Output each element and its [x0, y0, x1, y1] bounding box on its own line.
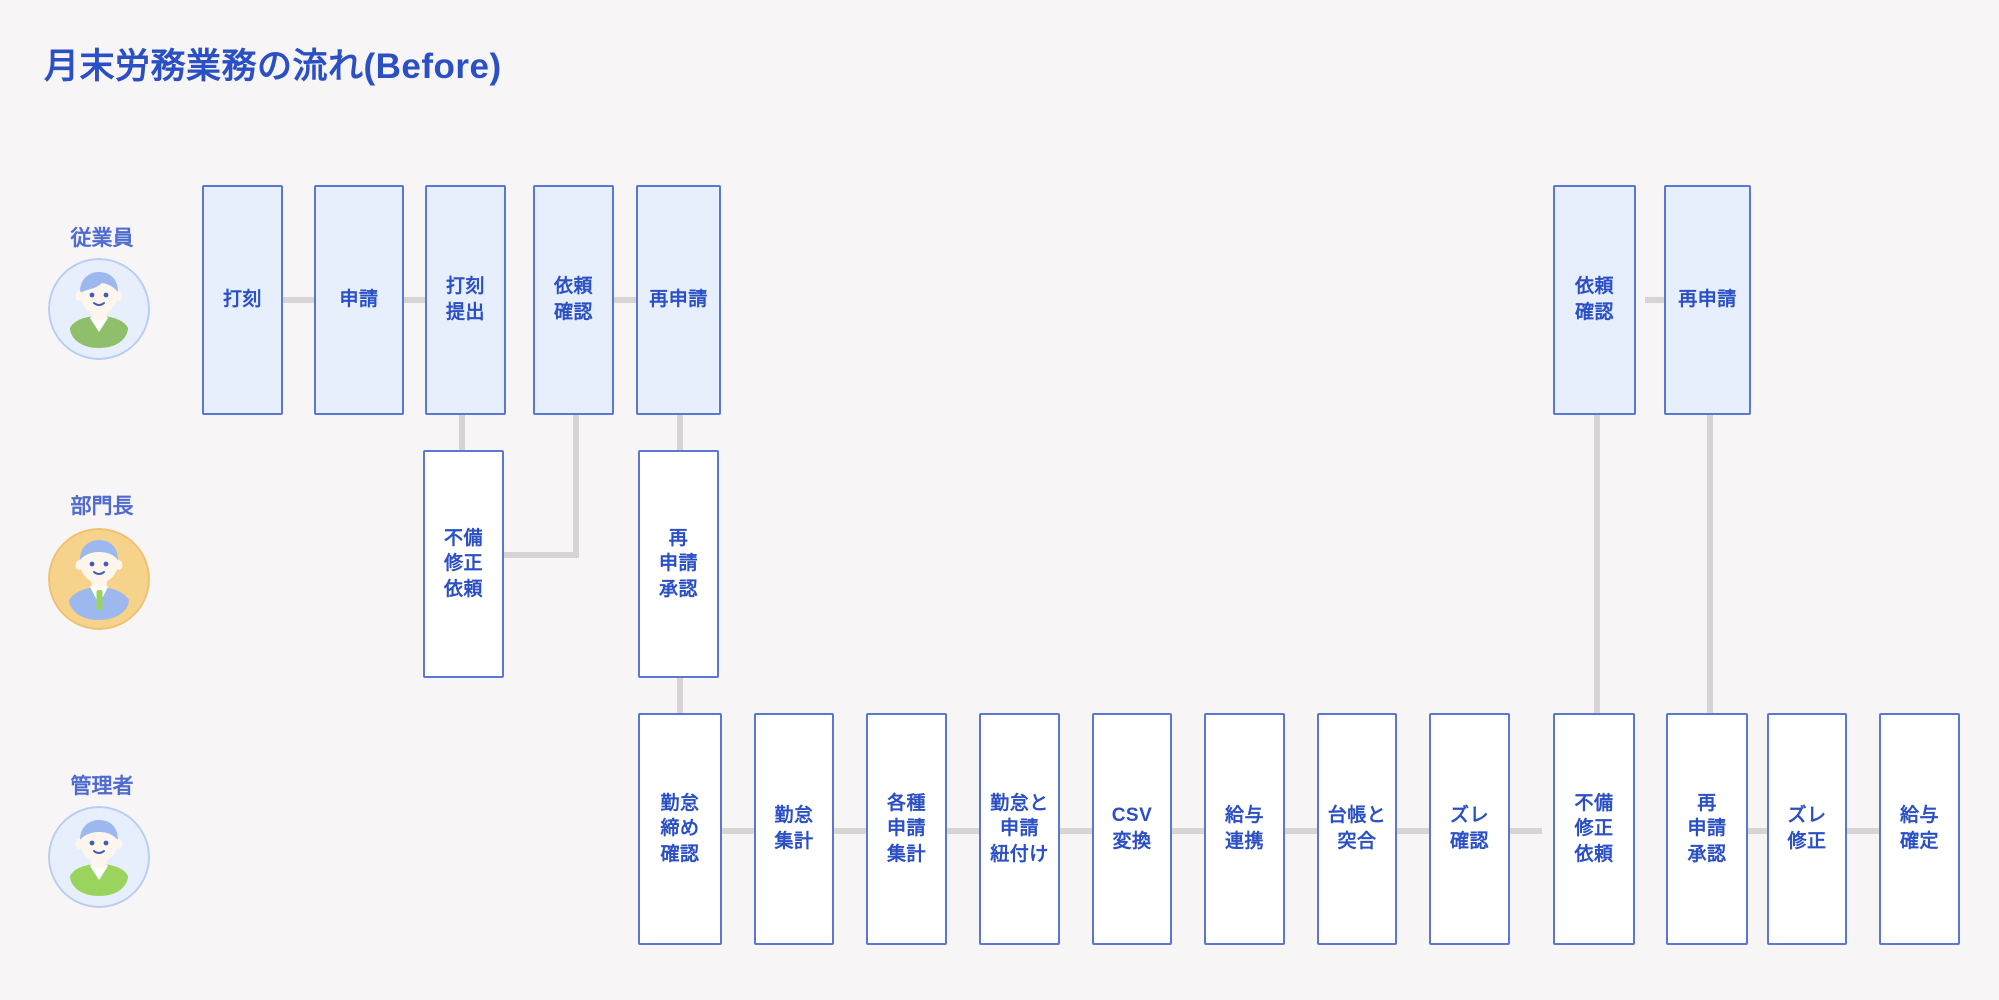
node-a1[interactable]: 勤怠 締め 確認: [638, 713, 722, 945]
lane-label-manager: 部門長: [70, 495, 134, 518]
connector-e2-e3: [404, 297, 435, 303]
lane-label-employee: 従業員: [70, 227, 134, 250]
connector-a2-a3: [834, 828, 866, 834]
page-title: 月末労務業務の流れ(Before): [44, 47, 502, 86]
node-a10[interactable]: 再 申請 承認: [1666, 713, 1748, 945]
node-e1[interactable]: 打刻: [202, 185, 283, 415]
connector-m1-e4-horizontal: [503, 552, 579, 558]
connector-e1-e2: [283, 297, 314, 303]
node-a11[interactable]: ズレ 修正: [1767, 713, 1847, 945]
admin-avatar-icon: [48, 806, 150, 908]
node-m1[interactable]: 不備 修正 依頼: [423, 450, 504, 678]
connector-a10-a11: [1735, 828, 1767, 834]
node-e3[interactable]: 打刻 提出: [425, 185, 506, 415]
connector-e7-a10: [1707, 415, 1713, 713]
connector-a3-a4: [947, 828, 979, 834]
connector-a11-a12: [1847, 828, 1879, 834]
connector-a1-a2: [722, 828, 754, 834]
node-a12[interactable]: 給与 確定: [1879, 713, 1960, 945]
node-a6[interactable]: 給与 連携: [1204, 713, 1285, 945]
node-e5[interactable]: 再申請: [636, 185, 721, 415]
node-e6[interactable]: 依頼 確認: [1553, 185, 1636, 415]
connector-a6-a7: [1285, 828, 1317, 834]
node-a3[interactable]: 各種 申請 集計: [866, 713, 947, 945]
lane-label-admin: 管理者: [70, 775, 134, 798]
connector-e3-m1: [459, 415, 465, 450]
connector-a8-a9: [1510, 828, 1542, 834]
connector-e6-e7: [1645, 297, 1676, 303]
node-a8[interactable]: ズレ 確認: [1429, 713, 1510, 945]
node-m2[interactable]: 再 申請 承認: [638, 450, 719, 678]
connector-e4-e5: [605, 297, 636, 303]
node-a9[interactable]: 不備 修正 依頼: [1553, 713, 1635, 945]
node-a4[interactable]: 勤怠と 申請 紐付け: [979, 713, 1060, 945]
connector-a4-a5: [1060, 828, 1092, 834]
connector-m2-a1: [677, 678, 683, 713]
node-a7[interactable]: 台帳と 突合: [1317, 713, 1397, 945]
node-e7[interactable]: 再申請: [1664, 185, 1751, 415]
connector-e5-m2: [677, 415, 683, 450]
node-a5[interactable]: CSV 変換: [1092, 713, 1172, 945]
connector-e6-a9: [1594, 415, 1600, 713]
connector-a5-a6: [1172, 828, 1204, 834]
manager-avatar-icon: [48, 528, 150, 630]
connector-m1-e4-vertical: [573, 415, 579, 558]
node-e2[interactable]: 申請: [314, 185, 404, 415]
employee-avatar-icon: [48, 258, 150, 360]
node-e4[interactable]: 依頼 確認: [533, 185, 614, 415]
node-a2[interactable]: 勤怠 集計: [754, 713, 834, 945]
connector-a7-a8: [1397, 828, 1429, 834]
